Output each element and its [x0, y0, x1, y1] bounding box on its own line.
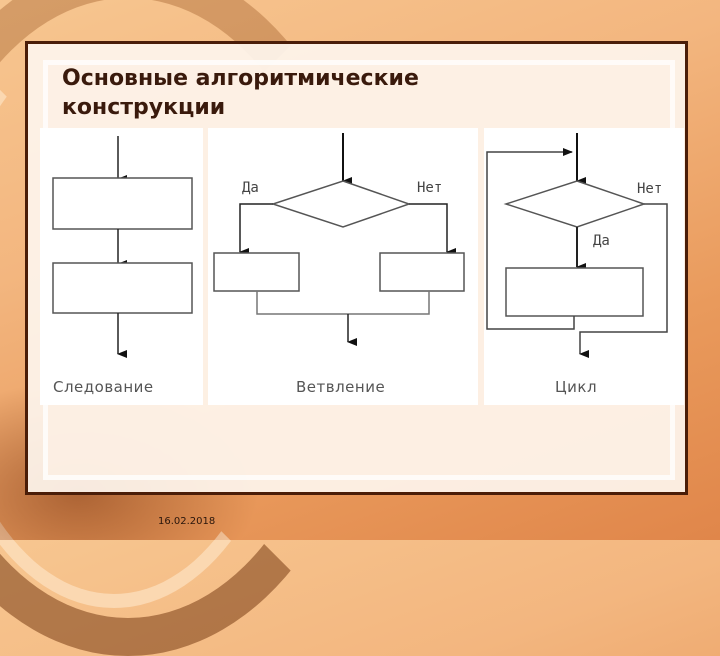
loop-decision-diamond — [503, 180, 647, 228]
slide-date: 16.02.2018 — [158, 516, 216, 527]
no-label: Нет — [417, 180, 442, 196]
loop-yes-label: Да — [593, 233, 610, 249]
branching-flowchart: Да Нет Ветвление — [213, 133, 465, 396]
process-block-1 — [52, 177, 193, 230]
sequence-flowchart: Следование — [52, 136, 193, 396]
loop-no-label: Нет — [637, 181, 662, 197]
loop-caption: Цикл — [555, 378, 597, 396]
sequence-diagram: Следование — [40, 128, 203, 405]
loop-flowchart: Да Нет Цикл — [486, 133, 668, 396]
slide-title: Основные алгоритмические конструкции — [62, 66, 419, 120]
decision-diamond — [270, 180, 412, 228]
branching-diagram: Да Нет Ветвление — [208, 128, 478, 405]
sequence-caption: Следование — [53, 378, 154, 396]
process-block-2 — [52, 262, 193, 314]
loop-body-block — [505, 267, 644, 317]
no-process-block — [379, 252, 465, 292]
loop-diagram: Да Нет Цикл — [484, 128, 684, 405]
yes-label: Да — [242, 180, 259, 196]
yes-process-block — [213, 252, 300, 292]
branching-caption: Ветвление — [296, 378, 385, 396]
